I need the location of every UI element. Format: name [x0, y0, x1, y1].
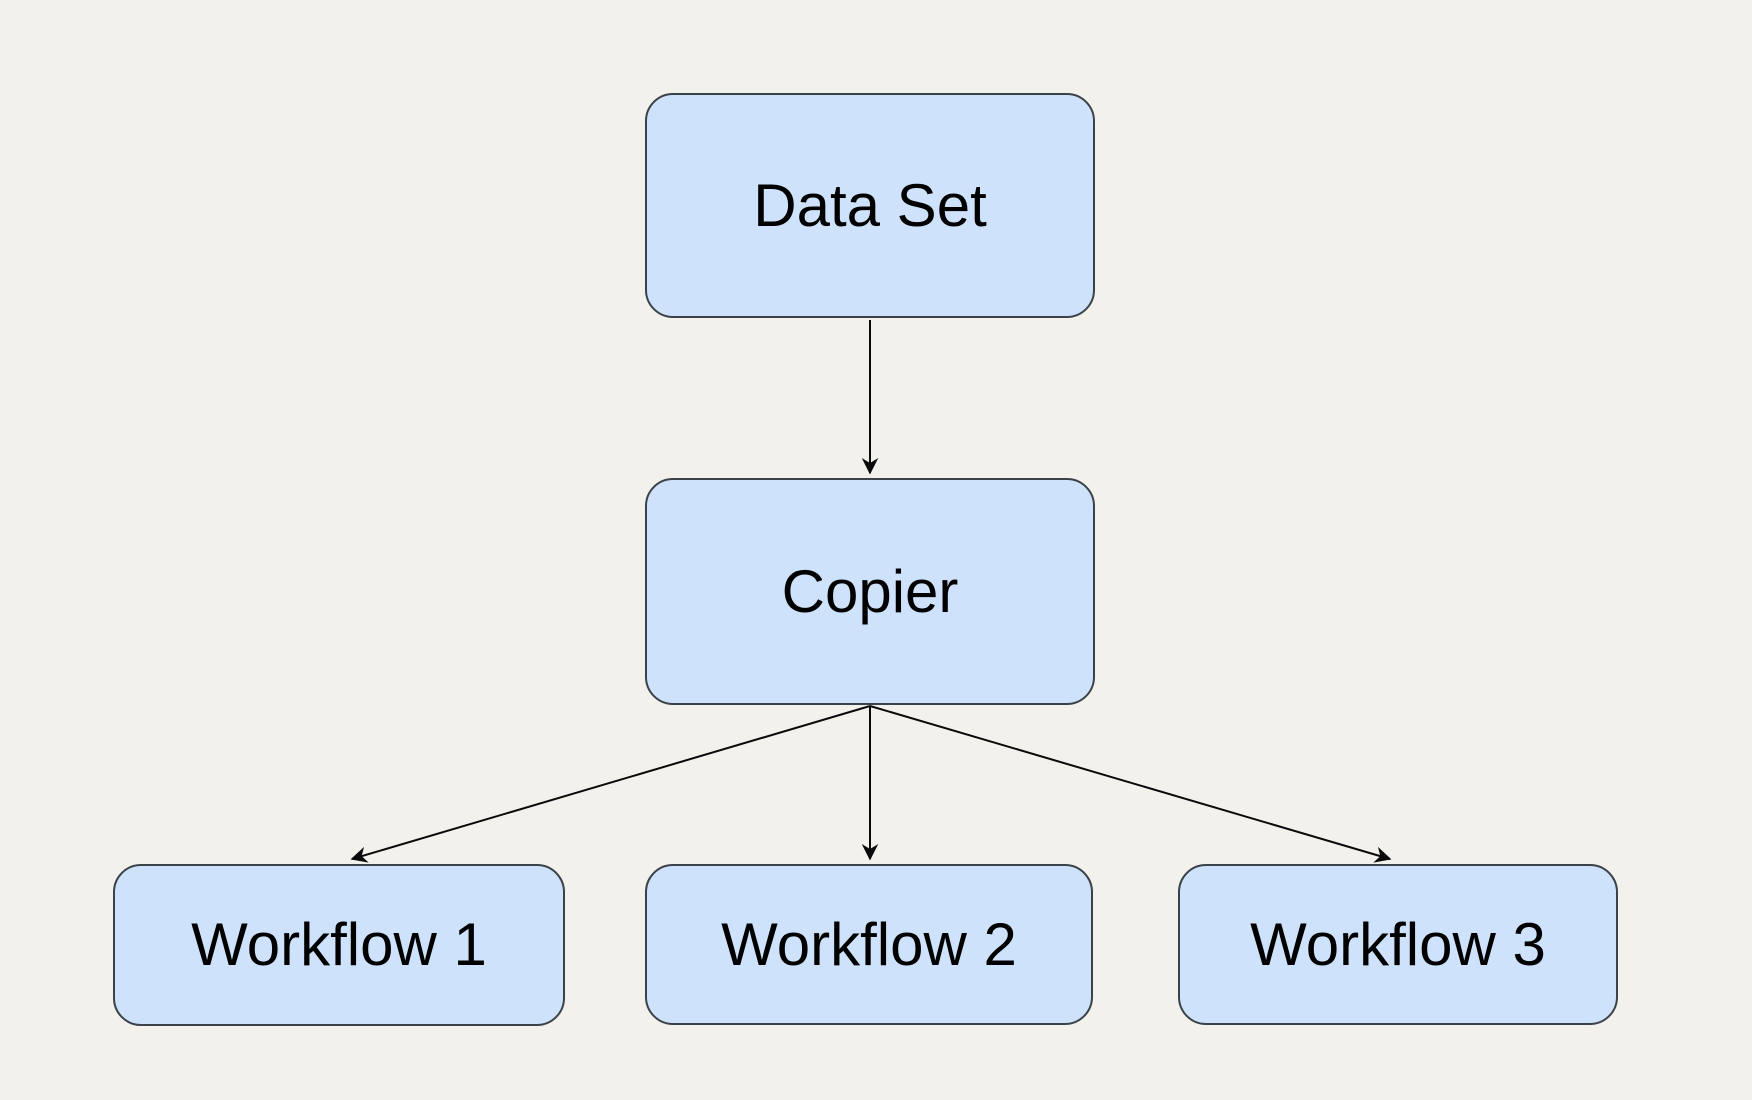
dataset-node: Data Set	[645, 93, 1095, 318]
dataset-label: Data Set	[753, 171, 987, 239]
edge-copier-to-workflow1	[350, 705, 871, 863]
workflow2-label: Workflow 2	[721, 910, 1017, 978]
workflow2-node: Workflow 2	[645, 864, 1093, 1025]
workflow1-node: Workflow 1	[113, 864, 565, 1026]
workflow3-label: Workflow 3	[1250, 910, 1546, 978]
copier-label: Copier	[781, 557, 959, 625]
workflow3-node: Workflow 3	[1178, 864, 1618, 1025]
edge-copier-to-workflow3	[869, 705, 1392, 863]
copier-node: Copier	[645, 478, 1095, 705]
workflow1-label: Workflow 1	[191, 911, 487, 978]
